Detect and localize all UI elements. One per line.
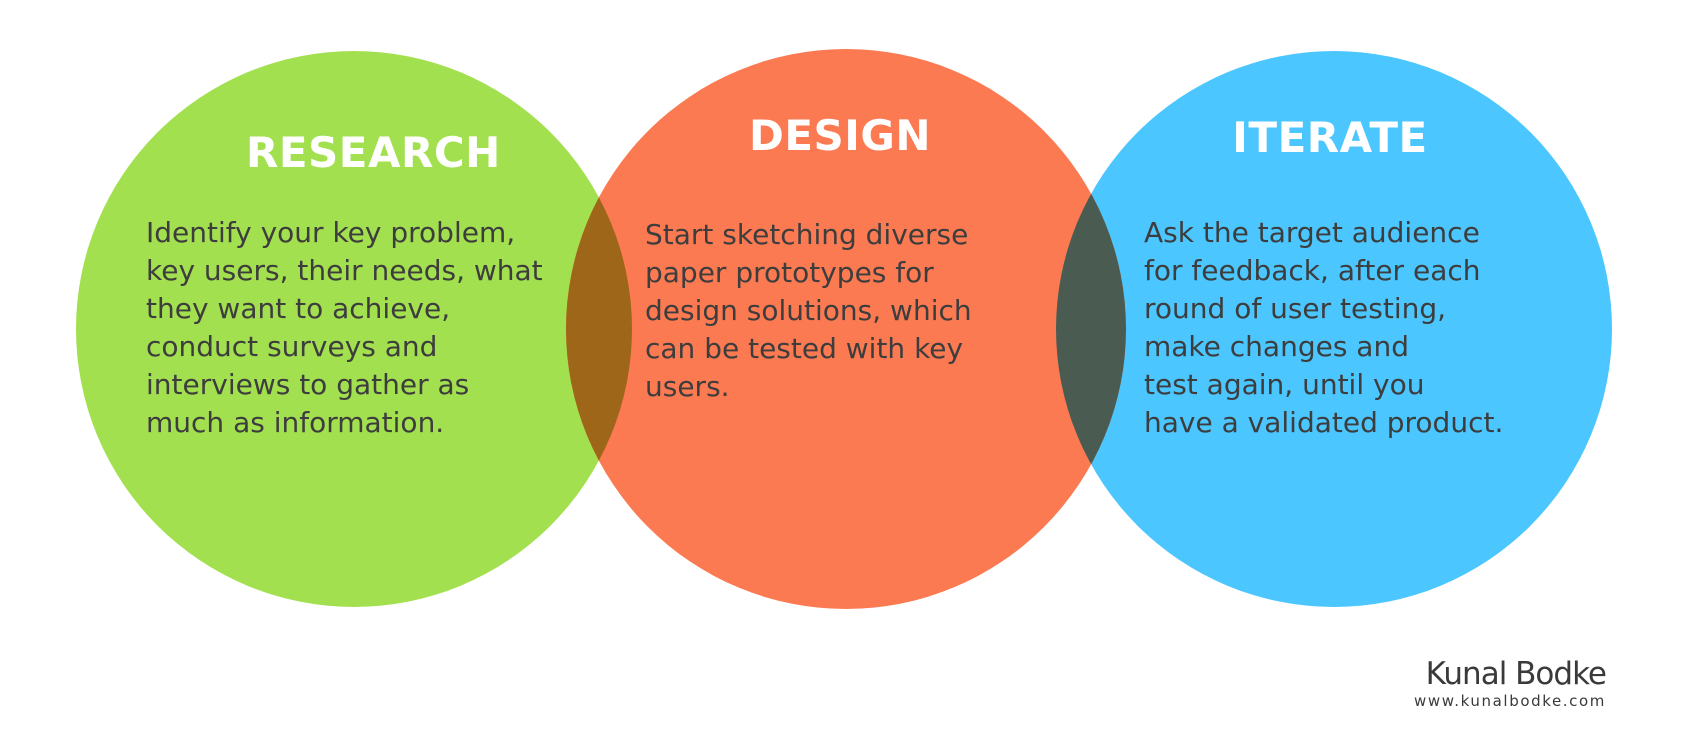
design-line: can be tested with key bbox=[645, 332, 964, 365]
design-description: Start sketching diverse paper prototypes… bbox=[645, 216, 972, 406]
iterate-circle bbox=[1056, 51, 1612, 607]
research-line: Identify your key problem, bbox=[146, 216, 516, 249]
design-circle bbox=[566, 49, 1126, 609]
research-line: much as information. bbox=[146, 406, 445, 439]
iterate-heading: ITERATE bbox=[1232, 113, 1428, 162]
iterate-line: have a validated product. bbox=[1144, 406, 1504, 439]
iterate-line: make changes and bbox=[1144, 330, 1409, 363]
author-credit: Kunal Bodke www.kunalbodke.com bbox=[1414, 656, 1607, 710]
design-line: users. bbox=[645, 370, 730, 403]
design-heading: DESIGN bbox=[748, 111, 932, 160]
iterate-line: Ask the target audience bbox=[1144, 216, 1480, 249]
research-line: key users, their needs, what bbox=[146, 254, 543, 287]
author-website: www.kunalbodke.com bbox=[1414, 692, 1606, 710]
research-line: they want to achieve, bbox=[146, 292, 451, 325]
iterate-line: round of user testing, bbox=[1144, 292, 1447, 325]
research-description: Identify your key problem, key users, th… bbox=[146, 214, 543, 442]
design-line: design solutions, which bbox=[645, 294, 972, 327]
author-name: Kunal Bodke bbox=[1425, 656, 1607, 692]
research-line: interviews to gather as bbox=[146, 368, 470, 401]
research-circle bbox=[76, 51, 632, 607]
design-line: Start sketching diverse bbox=[645, 218, 969, 251]
iterate-line: test again, until you bbox=[1144, 368, 1425, 401]
iterate-description: Ask the target audience for feedback, af… bbox=[1144, 214, 1503, 442]
research-heading: RESEARCH bbox=[246, 128, 501, 177]
research-line: conduct surveys and bbox=[146, 330, 438, 363]
iterate-line: for feedback, after each bbox=[1144, 254, 1481, 287]
design-line: paper prototypes for bbox=[645, 256, 934, 289]
